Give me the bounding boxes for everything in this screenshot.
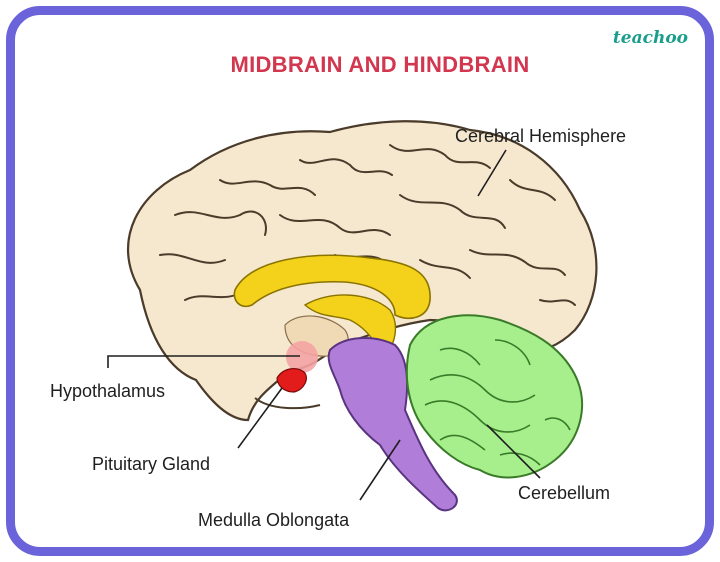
label-hypothalamus: Hypothalamus xyxy=(50,381,166,401)
cerebellum-folia xyxy=(424,339,571,466)
label-medulla-oblongata: Medulla Oblongata xyxy=(198,510,350,530)
label-cerebral-hemisphere: Cerebral Hemisphere xyxy=(455,126,627,146)
pituitary-shape xyxy=(276,368,307,393)
leader-line-pituitary xyxy=(237,387,283,449)
corpus-callosum-shape xyxy=(233,254,431,319)
brainstem-shape xyxy=(327,337,458,512)
leader-line-hypothalamus xyxy=(107,355,300,368)
brand-logo: teachoo xyxy=(612,28,688,48)
diagram-title: MIDBRAIN AND HINDBRAIN xyxy=(230,52,530,77)
leader-line-medulla xyxy=(359,439,401,501)
label-cerebellum: Cerebellum xyxy=(518,483,611,503)
hypothalamus-shape xyxy=(286,341,318,373)
leader-line-cerebral xyxy=(477,149,507,197)
leader-lines xyxy=(107,149,541,501)
leader-line-cerebellum xyxy=(486,424,541,479)
temporal-lobe-outline xyxy=(254,397,321,410)
label-pituitary-gland: Pituitary Gland xyxy=(92,454,211,474)
